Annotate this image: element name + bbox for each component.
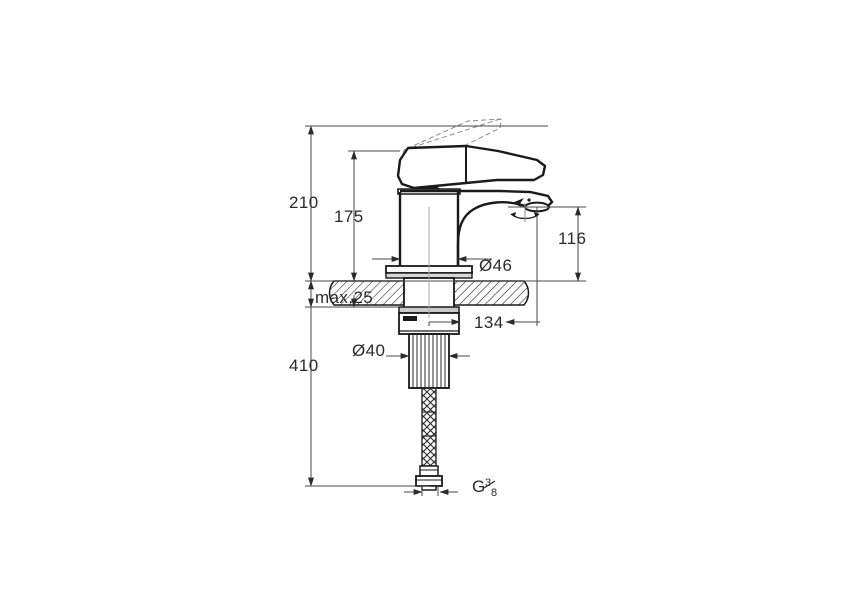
label-thread-size: G 3 8 (472, 477, 498, 499)
thread-denominator: 8 (491, 487, 498, 499)
label-total-height: 210 (289, 193, 319, 212)
label-shank-diameter: Ø40 (352, 341, 385, 360)
threaded-shank (408, 333, 450, 389)
label-body-height: 175 (334, 207, 364, 226)
label-spout-reach: 134 (474, 313, 504, 332)
label-spout-height: 116 (558, 229, 586, 248)
thread-prefix: G (472, 477, 486, 496)
flexible-supply-hose (421, 387, 437, 467)
dimension-labels: 210 175 116 Ø46 max.25 134 Ø40 410 G 3 8 (289, 193, 586, 499)
dimension-lines (305, 125, 586, 496)
angle-swivel-icon (510, 198, 540, 222)
label-body-diameter: Ø46 (479, 256, 512, 275)
label-counter-thickness: max.25 (315, 288, 373, 307)
thread-numerator: 3 (485, 477, 492, 489)
label-hose-length: 410 (289, 356, 319, 375)
